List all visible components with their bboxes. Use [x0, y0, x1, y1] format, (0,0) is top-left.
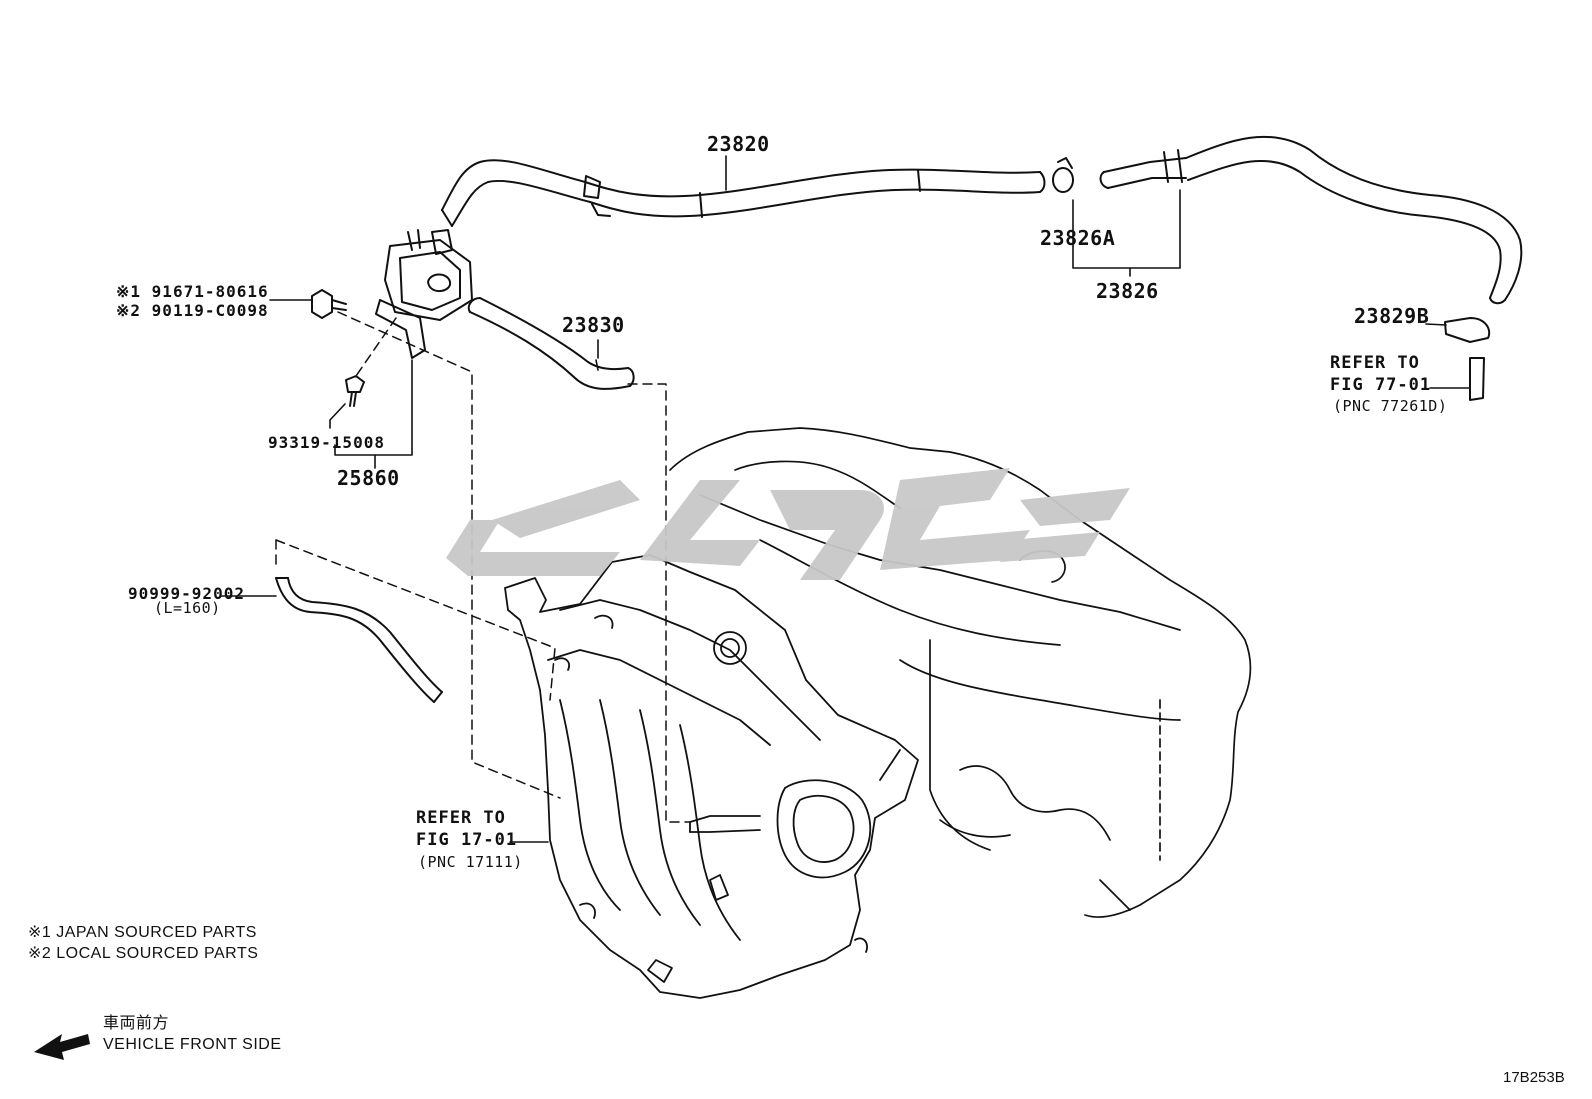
watermark-logo [446, 468, 1130, 580]
engine-outline [669, 427, 1252, 918]
screw-93319 [329, 375, 365, 429]
ref-17-line1[interactable]: REFER TO [416, 808, 506, 828]
pipe-ref-77 [1429, 357, 1485, 401]
ref-77-line1[interactable]: REFER TO [1330, 353, 1420, 373]
hose-23830 [467, 297, 635, 390]
ref-77-line2[interactable]: FIG 77-01 [1330, 375, 1432, 395]
ref-77-line3: (PNC 77261D) [1333, 397, 1448, 415]
label-23830[interactable]: 23830 [562, 313, 625, 337]
label-90999-length: (L=160) [154, 599, 221, 617]
label-25860[interactable]: 25860 [337, 466, 400, 490]
note-japan-sourced: ※1 JAPAN SOURCED PARTS [28, 924, 257, 941]
label-23829B[interactable]: 23829B [1354, 304, 1430, 328]
arrow-left-icon [34, 1034, 90, 1060]
hose-23820 [441, 159, 1046, 227]
label-90119[interactable]: ※2 90119-C0098 [116, 301, 269, 320]
figure-code: 17B253B [1503, 1069, 1565, 1086]
ref-17-line2[interactable]: FIG 17-01 [416, 830, 518, 850]
note-local-sourced: ※2 LOCAL SOURCED PARTS [28, 945, 259, 962]
intake-manifold [504, 554, 919, 999]
direction-jp: 車両前方 [103, 1015, 170, 1032]
ref-17-line3: (PNC 17111) [418, 853, 523, 871]
hose-90999 [219, 577, 443, 703]
label-91671[interactable]: ※1 91671-80616 [116, 282, 269, 301]
label-90999[interactable]: 90999-92002 [128, 584, 245, 603]
clamp-23829B [1425, 317, 1491, 343]
valve-25860 [334, 229, 473, 469]
label-23826[interactable]: 23826 [1096, 279, 1159, 303]
label-23826A[interactable]: 23826A [1040, 226, 1116, 250]
label-93319[interactable]: 93319-15008 [268, 433, 385, 452]
direction-en: VEHICLE FRONT SIDE [103, 1036, 282, 1053]
label-23820[interactable]: 23820 [707, 132, 770, 156]
bolt-91671 [269, 289, 347, 319]
hose-23826 [1052, 135, 1523, 305]
